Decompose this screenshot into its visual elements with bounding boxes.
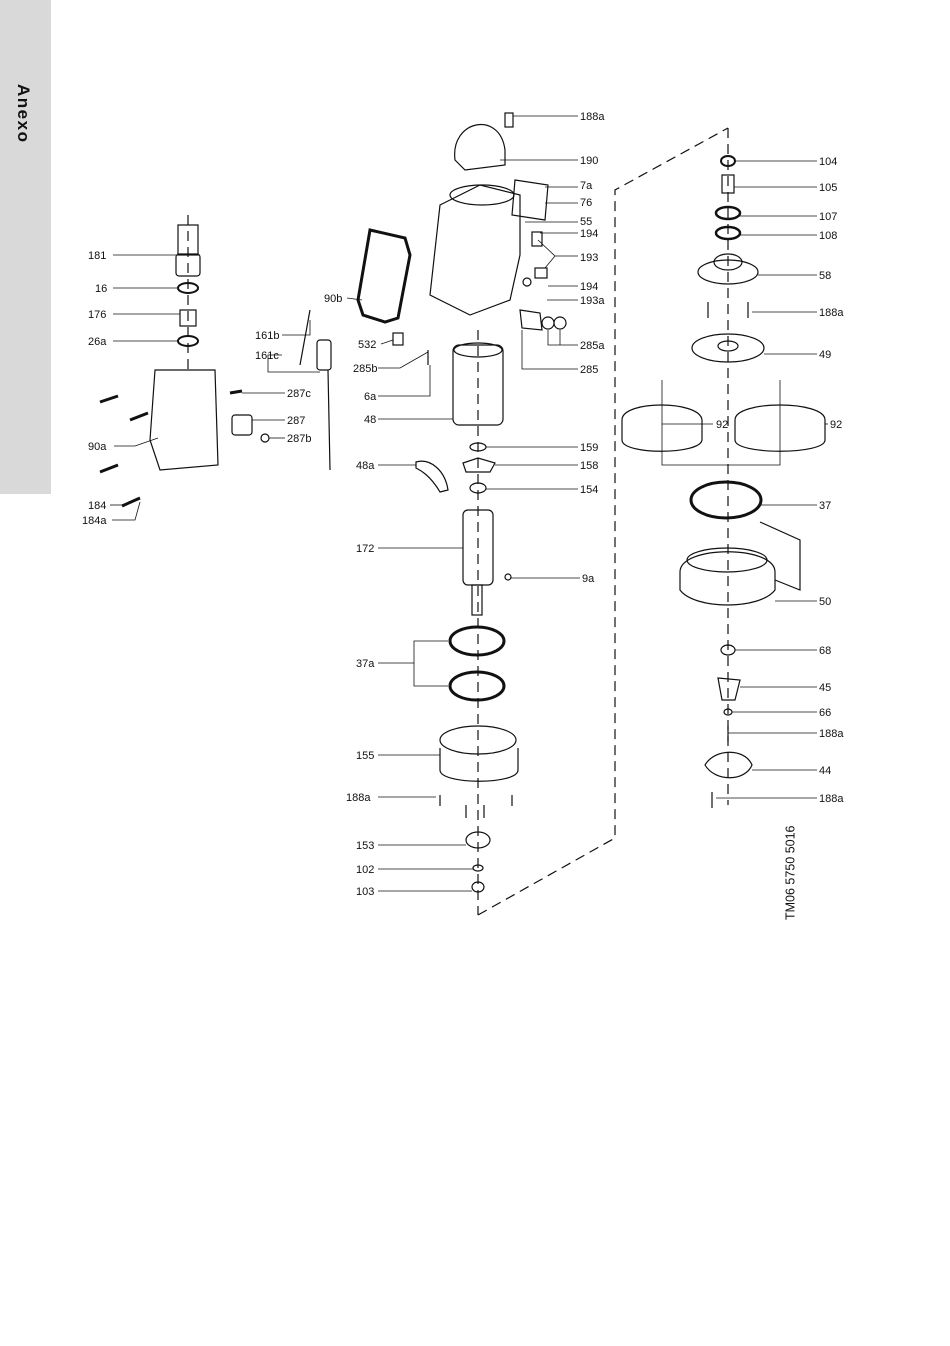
outlet-flange <box>760 522 800 590</box>
callout-188a-r2: 188a <box>819 728 844 740</box>
callout-154: 154 <box>580 484 598 496</box>
callout-285: 285 <box>580 364 598 376</box>
callout-190: 190 <box>580 155 598 167</box>
callout-532: 532 <box>358 339 376 351</box>
callout-159: 159 <box>580 442 598 454</box>
callout-102: 102 <box>356 864 374 876</box>
callout-161c: 161c <box>255 350 279 362</box>
spring-158 <box>463 458 495 472</box>
callout-76: 76 <box>580 197 592 209</box>
ring-285a-1 <box>542 317 554 329</box>
callout-158: 158 <box>580 460 598 472</box>
callout-55: 55 <box>580 216 592 228</box>
callout-107: 107 <box>819 211 837 223</box>
callout-26a: 26a <box>88 336 107 348</box>
callout-287c: 287c <box>287 388 311 400</box>
handle-part <box>455 125 505 170</box>
callout-161b: 161b <box>255 330 279 342</box>
switch-cable <box>328 370 330 470</box>
shaft <box>472 585 482 615</box>
ring-285a-2 <box>554 317 566 329</box>
o-ring-37a-1 <box>450 627 504 655</box>
callout-90b: 90b <box>324 293 342 305</box>
callout-48: 48 <box>364 414 376 426</box>
callout-103: 103 <box>356 886 374 898</box>
housing-90a <box>150 370 218 470</box>
callout-44: 44 <box>819 765 831 777</box>
callout-188a-r1: 188a <box>819 307 844 319</box>
callout-188a-low: 188a <box>346 792 371 804</box>
float-switch <box>317 340 331 370</box>
callout-285a: 285a <box>580 340 605 352</box>
callout-49: 49 <box>819 349 831 361</box>
part-287 <box>232 415 252 435</box>
part-287b <box>261 434 269 442</box>
flange-155-body <box>440 748 518 781</box>
callout-68: 68 <box>819 645 831 657</box>
screw-184-4 <box>122 498 140 506</box>
callout-176: 176 <box>88 309 106 321</box>
callout-45: 45 <box>819 682 831 694</box>
screw-188a-top <box>505 113 513 127</box>
callout-16: 16 <box>95 283 107 295</box>
callout-37: 37 <box>819 500 831 512</box>
cover-76 <box>512 180 548 220</box>
reference-code: TM06 5750 5016 <box>783 825 797 920</box>
callout-184: 184 <box>88 500 106 512</box>
callout-194-top: 194 <box>580 228 598 240</box>
callout-7a: 7a <box>580 180 593 192</box>
callout-58: 58 <box>819 270 831 282</box>
callout-194-mid: 194 <box>580 281 598 293</box>
callout-92-right: 92 <box>830 419 842 431</box>
callout-66: 66 <box>819 707 831 719</box>
callout-108: 108 <box>819 230 837 242</box>
callout-50: 50 <box>819 596 831 608</box>
callout-37a: 37a <box>356 658 375 670</box>
part-194-top <box>532 232 542 246</box>
screw-184-2 <box>130 413 148 420</box>
callout-153: 153 <box>356 840 374 852</box>
reference-code-box: TM06 5750 5016 <box>862 920 882 1040</box>
part-9a <box>505 574 511 580</box>
o-ring-37a-2 <box>450 672 504 700</box>
callout-287b: 287b <box>287 433 311 445</box>
part-532 <box>393 333 403 345</box>
callout-193a: 193a <box>580 295 605 307</box>
part-194-mid <box>535 268 547 278</box>
screw-184-3 <box>100 465 118 472</box>
callout-90a: 90a <box>88 441 107 453</box>
screw-184-1 <box>100 396 118 402</box>
callout-188a-top: 188a <box>580 111 605 123</box>
callout-184a: 184a <box>82 515 107 527</box>
o-ring-37 <box>691 482 761 518</box>
callout-92-left: 92 <box>716 419 728 431</box>
impeller-part-45 <box>718 678 740 700</box>
plug-285 <box>520 310 542 330</box>
callout-285b: 285b <box>353 363 377 375</box>
part-48a <box>416 461 448 492</box>
part-193 <box>523 278 531 286</box>
part-287c <box>230 391 242 393</box>
callout-48a: 48a <box>356 460 375 472</box>
callout-9a: 9a <box>582 573 595 585</box>
column-connector <box>478 128 728 915</box>
switch-arm <box>300 310 310 365</box>
gasket-90b <box>358 230 410 322</box>
callout-104: 104 <box>819 156 837 168</box>
leader-lines <box>110 116 828 891</box>
callout-105: 105 <box>819 182 837 194</box>
callout-193: 193 <box>580 252 598 264</box>
callout-172: 172 <box>356 543 374 555</box>
callout-181: 181 <box>88 250 106 262</box>
part-drawings <box>100 113 825 915</box>
callout-287: 287 <box>287 415 305 427</box>
callout-6a: 6a <box>364 391 377 403</box>
callout-188a-r3: 188a <box>819 793 844 805</box>
callout-155: 155 <box>356 750 374 762</box>
